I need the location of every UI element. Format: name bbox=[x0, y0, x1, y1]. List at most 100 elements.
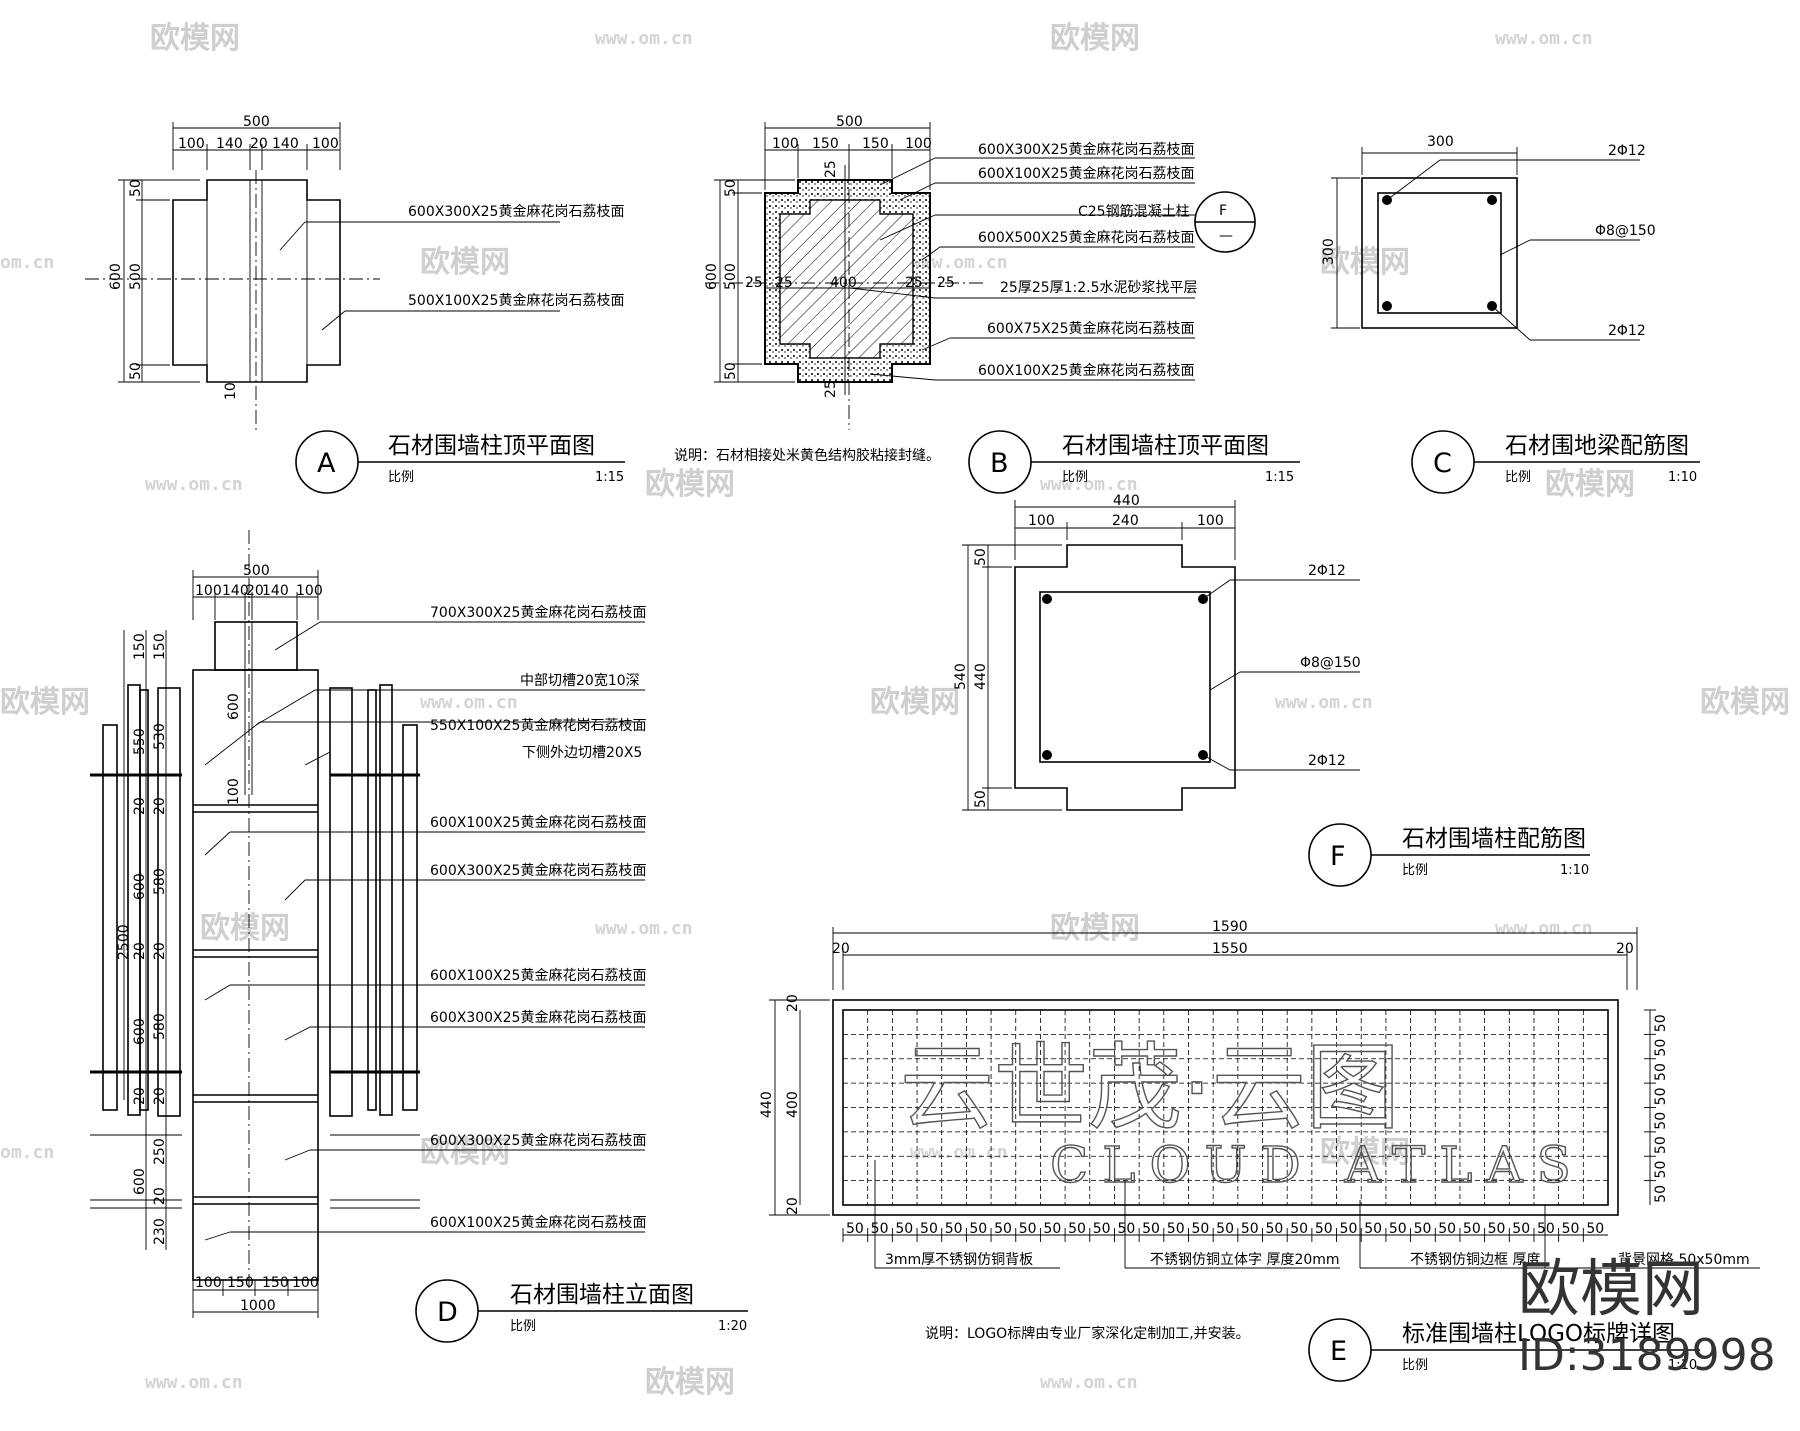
scale-value: 1:10 bbox=[1560, 863, 1589, 878]
dim: 100 bbox=[772, 136, 799, 152]
dim: 140 bbox=[262, 583, 289, 599]
scale-label: 比例 bbox=[510, 1319, 536, 1334]
dim: 150 bbox=[862, 136, 889, 152]
dim: 20 bbox=[246, 583, 264, 599]
drawing-tag: B bbox=[990, 448, 1009, 479]
dim: 600 bbox=[132, 1168, 148, 1195]
dim: 50 bbox=[973, 790, 989, 808]
grid-dim: 50 bbox=[1315, 1221, 1333, 1237]
grid-dim: 50 bbox=[920, 1221, 938, 1237]
dim: 20 bbox=[132, 942, 148, 960]
dim: 300 bbox=[1321, 238, 1337, 265]
grid-dim: 50 bbox=[1537, 1221, 1555, 1237]
dim: 50 bbox=[128, 362, 144, 380]
watermark-brand: 欧模网 bbox=[645, 467, 735, 502]
material-note: 背景网格 50x50mm bbox=[1618, 1252, 1750, 1268]
dim: 600 bbox=[704, 263, 720, 290]
dim: 580 bbox=[152, 1013, 168, 1040]
watermark-url: www.om.cn bbox=[1275, 692, 1373, 713]
rebar-note: 2Φ12 bbox=[1308, 563, 1346, 579]
remark: 说明：石材相接处米黄色结构胶粘接封缝。 bbox=[674, 447, 940, 464]
drawing-tag: A bbox=[317, 448, 336, 479]
watermark-url: www.om.cn bbox=[1040, 1372, 1138, 1393]
dim: 20 bbox=[832, 941, 850, 957]
scale-value: 1:20 bbox=[718, 1319, 747, 1334]
watermark-brand: 欧模网 bbox=[1050, 911, 1140, 946]
material-note: 不锈钢仿铜立体字 厚度20mm bbox=[1150, 1252, 1340, 1268]
dim: 25 bbox=[745, 275, 763, 291]
grid-dim: 50 bbox=[1653, 1063, 1669, 1081]
dim-height: 2500 bbox=[116, 924, 132, 960]
grid-dim: 50 bbox=[846, 1221, 864, 1237]
dim: 150 bbox=[812, 136, 839, 152]
grid-dim: 50 bbox=[1653, 1185, 1669, 1203]
dim: 600 bbox=[132, 873, 148, 900]
drawing-tag: E bbox=[1330, 1336, 1347, 1367]
grid-dim: 50 bbox=[1653, 1014, 1669, 1032]
scale-value: 1:10 bbox=[1668, 470, 1697, 485]
watermark-url: www.om.cn bbox=[145, 1372, 243, 1393]
grid-dim: 50 bbox=[1290, 1221, 1308, 1237]
rebar-note: 2Φ12 bbox=[1308, 753, 1346, 769]
dim: 100 bbox=[226, 778, 242, 805]
column-cap bbox=[214, 621, 298, 671]
dim: 25 bbox=[775, 275, 793, 291]
scale-label: 比例 bbox=[1402, 863, 1428, 878]
dim: 20 bbox=[152, 1087, 168, 1105]
rebar-note: Φ8@150 bbox=[1595, 223, 1656, 239]
grid-dim: 50 bbox=[1241, 1221, 1259, 1237]
watermark-url: www.om.cn bbox=[145, 474, 243, 495]
watermark-brand: 欧模网 bbox=[1700, 685, 1790, 720]
reference-drawing: F bbox=[1219, 203, 1227, 219]
watermark-brand: 欧模网 bbox=[1545, 467, 1635, 502]
dim: 50 bbox=[128, 179, 144, 197]
grid-dim: 50 bbox=[1068, 1221, 1086, 1237]
grid-dim: 50 bbox=[1167, 1221, 1185, 1237]
material-note: 600X100X25黄金麻花岗石荔枝面 bbox=[978, 362, 1194, 379]
grid-dim: 50 bbox=[1340, 1221, 1358, 1237]
watermark-url-short: om.cn bbox=[0, 252, 54, 273]
drawing-e: 云世茂·云图 CLOUD ATLAS 1590 1550 20 20 440 4… bbox=[759, 919, 1760, 1382]
dim: 250 bbox=[152, 1138, 168, 1165]
dim: 100 bbox=[296, 583, 323, 599]
dim: 20 bbox=[132, 1087, 148, 1105]
dim: 20 bbox=[785, 994, 801, 1012]
dim: 150 bbox=[152, 633, 168, 660]
grid-dim: 50 bbox=[1389, 1221, 1407, 1237]
stirrup bbox=[1039, 591, 1211, 763]
drawing-tag: F bbox=[1330, 841, 1346, 872]
watermark-brand: 欧模网 bbox=[870, 685, 960, 720]
dim-total: 500 bbox=[243, 563, 270, 579]
material-note: 中部切槽20宽10深 bbox=[520, 672, 640, 689]
rebar-note: 2Φ12 bbox=[1608, 323, 1646, 339]
drawing-tag: C bbox=[1433, 448, 1452, 479]
dim: 400 bbox=[830, 275, 857, 291]
background-grid bbox=[843, 1010, 1608, 1205]
drawing-d: 500 100 140 20 140 100 100 150 150 100 1… bbox=[90, 530, 748, 1343]
dim: 100 bbox=[178, 136, 205, 152]
dim: 440 bbox=[973, 663, 989, 690]
dim: 500 bbox=[128, 263, 144, 290]
dim: 50 bbox=[723, 362, 739, 380]
scale-value: 1:10 bbox=[1668, 1358, 1697, 1373]
stirrup bbox=[1377, 192, 1502, 314]
dim: 20 bbox=[250, 136, 268, 152]
dim: 230 bbox=[152, 1218, 168, 1245]
material-note: 600X300X25黄金麻花岗石荔枝面 bbox=[408, 203, 624, 220]
logo-english: CLOUD ATLAS bbox=[1050, 1136, 1585, 1194]
scale-label: 比例 bbox=[1402, 1358, 1428, 1373]
grid-dim: 50 bbox=[1653, 1087, 1669, 1105]
remark: 说明：LOGO标牌由专业厂家深化定制加工,并安装。 bbox=[925, 1325, 1250, 1342]
brand-id: ID:3189998 bbox=[1518, 1330, 1776, 1381]
rebar-note: 2Φ12 bbox=[1608, 143, 1646, 159]
dim: 540 bbox=[953, 663, 969, 690]
dim: 500 bbox=[723, 263, 739, 290]
dim: 100 bbox=[1197, 513, 1224, 529]
dim: 20 bbox=[152, 942, 168, 960]
material-note: 500X100X25黄金麻花岗石荔枝面 bbox=[408, 292, 624, 309]
watermark-url: www.om.cn bbox=[1495, 28, 1593, 49]
material-note: 600X75X25黄金麻花岗石荔枝面 bbox=[987, 320, 1195, 337]
dim: 100 bbox=[195, 1275, 222, 1291]
material-note: 下侧外边切槽20X5 bbox=[522, 745, 642, 761]
